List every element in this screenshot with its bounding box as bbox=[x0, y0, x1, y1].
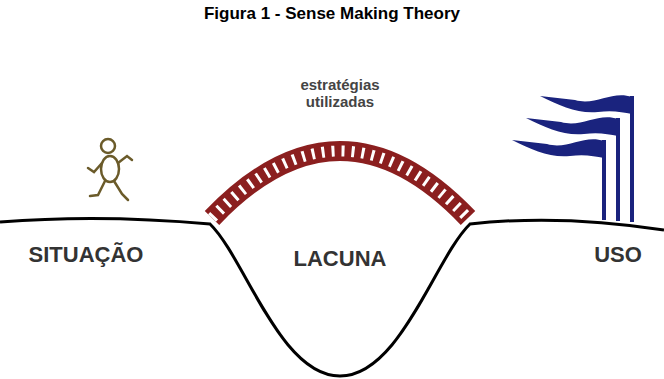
bridge-label: estratégias utilizadas bbox=[280, 76, 400, 111]
walking-figure bbox=[88, 139, 132, 200]
bridge-rungs bbox=[212, 151, 468, 218]
figure-title: Figura 1 - Sense Making Theory bbox=[0, 4, 664, 24]
flags bbox=[512, 95, 632, 222]
stage-label: LACUNA bbox=[275, 246, 405, 272]
stage-label: USO bbox=[578, 242, 658, 268]
bridge-arch bbox=[212, 151, 468, 218]
ground-line bbox=[0, 218, 664, 376]
stage-label: SITUAÇÃO bbox=[2, 242, 170, 268]
